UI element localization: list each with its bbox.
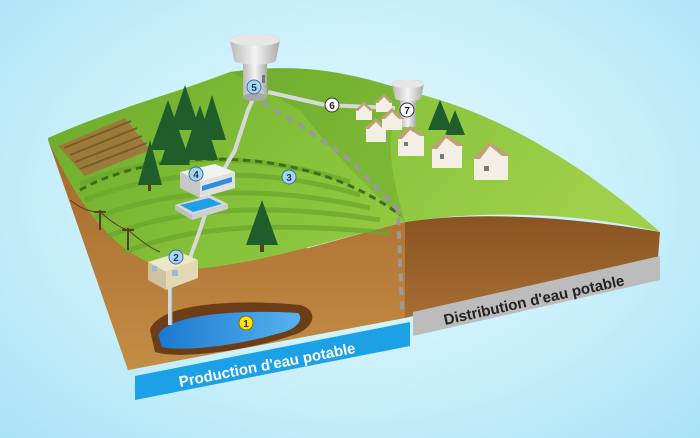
house [380, 108, 404, 130]
house [430, 134, 464, 168]
tree-trunks [148, 185, 264, 252]
house [396, 126, 426, 156]
soil-front [48, 140, 405, 370]
marker-3: 3 [281, 169, 297, 185]
water-tower-main [230, 34, 280, 101]
marker-7-label: 7 [404, 106, 410, 117]
marker-4-label: 4 [193, 170, 199, 181]
treatment-plant [175, 164, 235, 220]
marker-1-label: 1 [243, 319, 249, 330]
marker-5-label: 5 [251, 83, 257, 94]
houses [354, 94, 510, 180]
marker-1: 1 [238, 315, 254, 331]
plowed-field [58, 118, 150, 176]
marker-7: 7 [399, 102, 415, 118]
house [472, 142, 510, 180]
aquifer [150, 302, 313, 355]
marker-4: 4 [188, 166, 204, 182]
marker-5: 5 [246, 79, 262, 95]
marker-3-label: 3 [286, 173, 292, 184]
marker-6-label: 6 [329, 101, 335, 112]
house [354, 102, 374, 120]
power-lines [69, 199, 161, 253]
marker-2: 2 [168, 249, 184, 265]
soil-right-face [405, 216, 660, 318]
marker-2-label: 2 [173, 253, 179, 264]
house [374, 94, 394, 112]
marker-6: 6 [324, 97, 340, 113]
trees [138, 85, 465, 245]
boundary-line [260, 100, 404, 313]
